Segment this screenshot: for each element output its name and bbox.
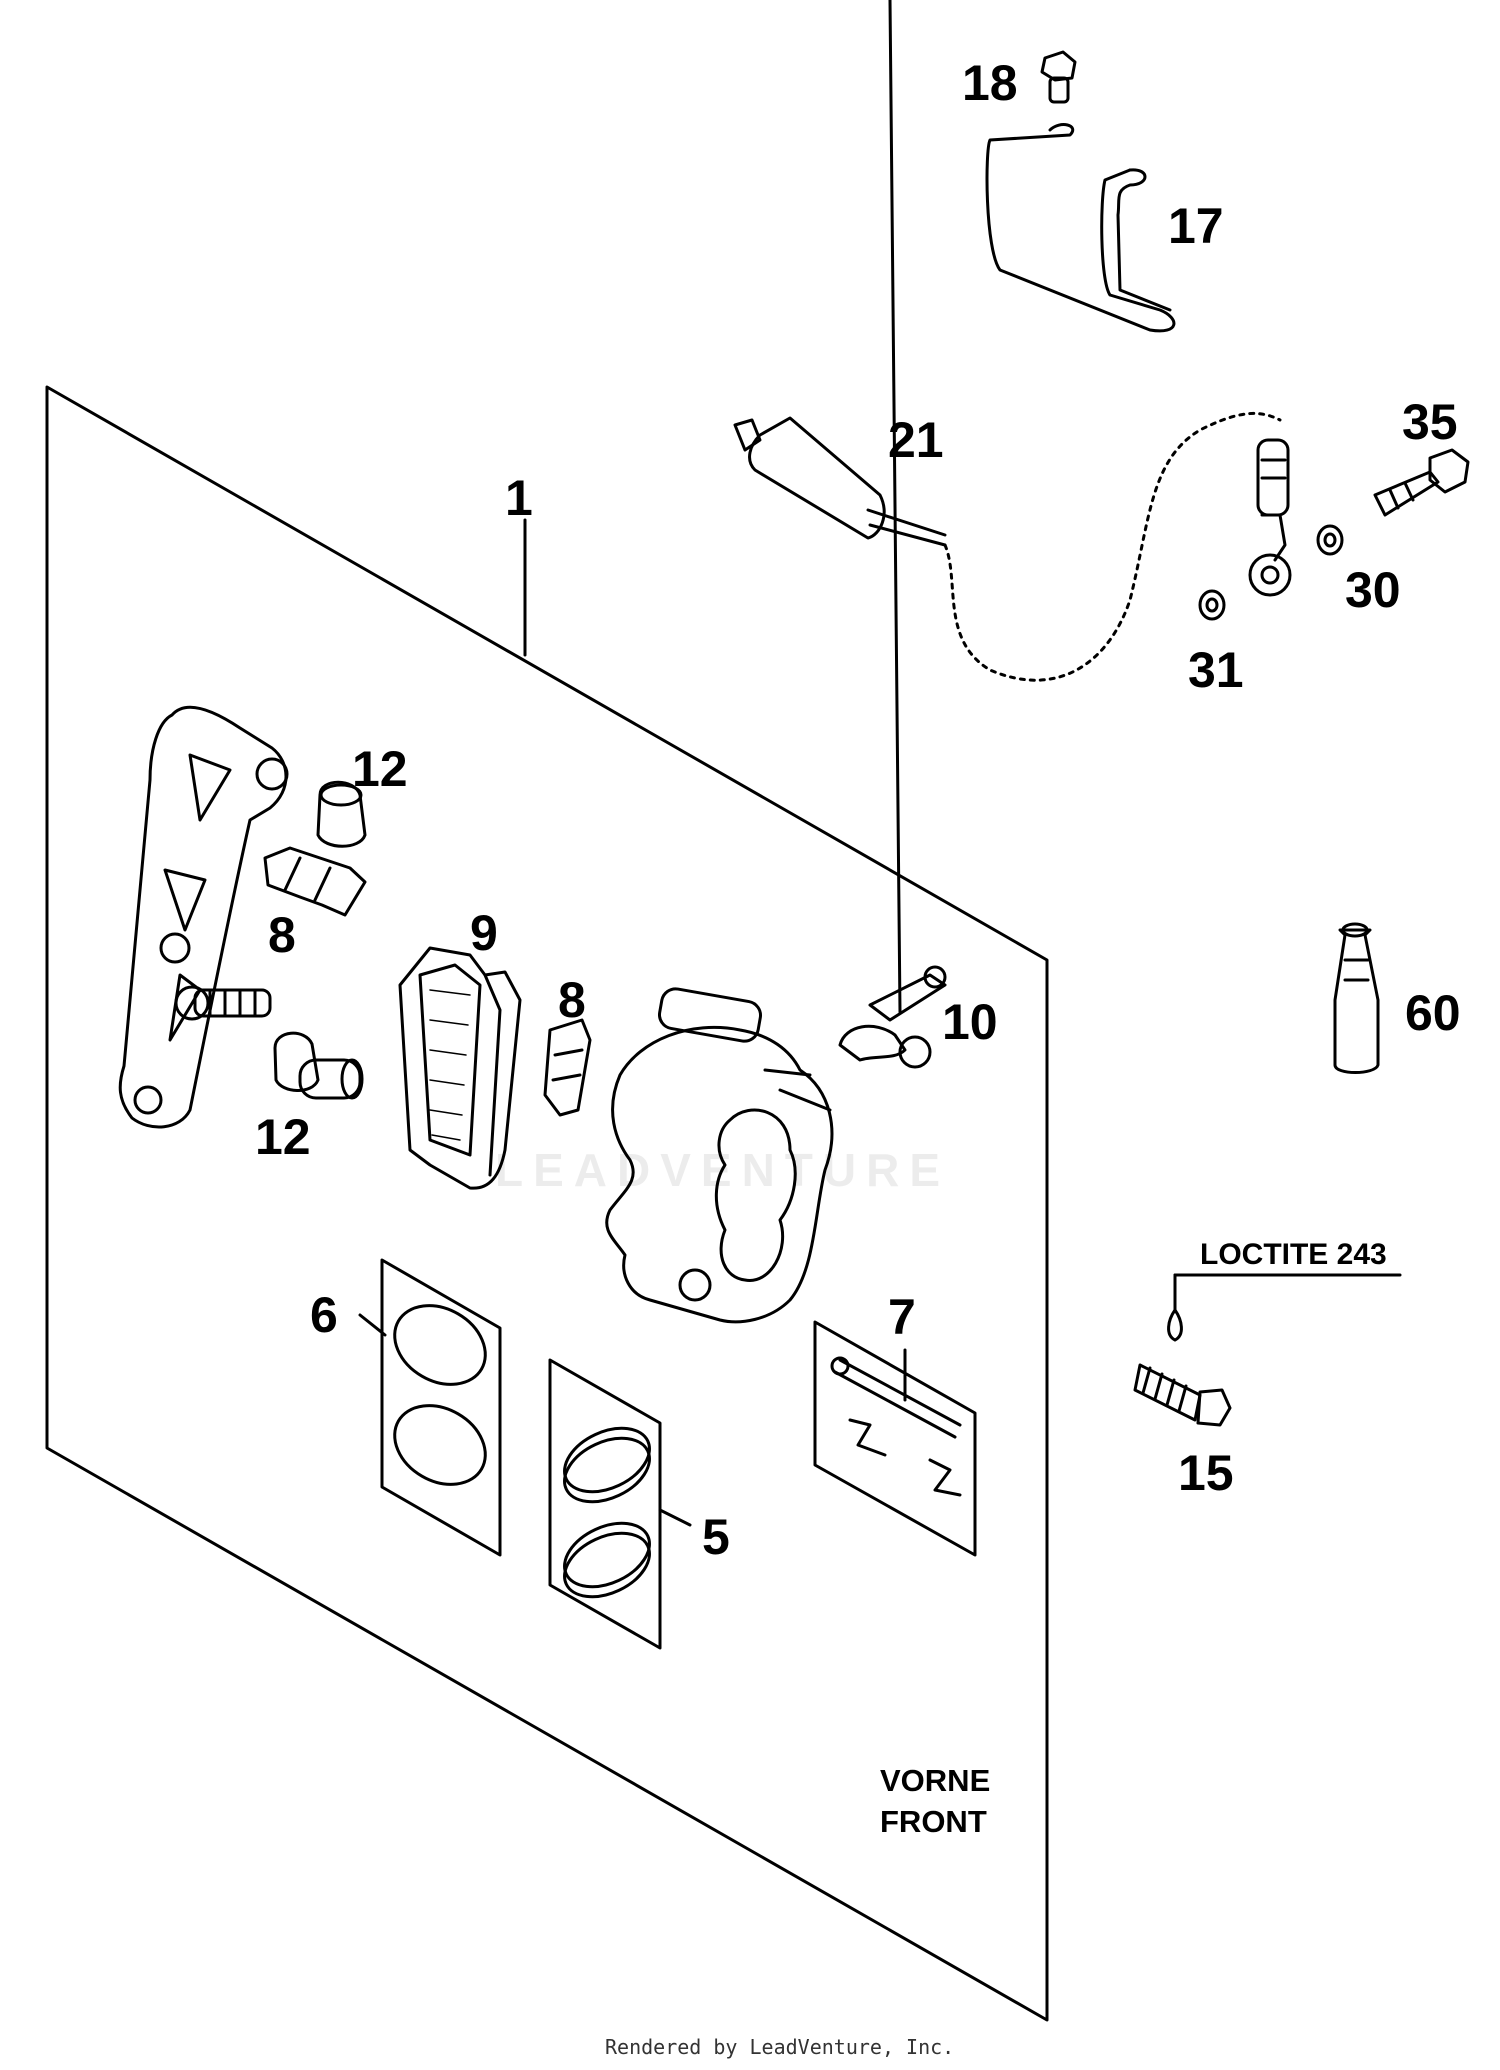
guide-pin-lower <box>273 1031 364 1100</box>
callout-35: 35 <box>1402 394 1458 450</box>
callout-12-upper: 12 <box>352 741 408 797</box>
pistons <box>393 1304 487 1486</box>
piston-seals <box>563 1426 651 1599</box>
caliper-bracket <box>118 705 289 1129</box>
brake-hose-21 <box>733 411 1282 682</box>
pad-pin <box>830 1356 962 1497</box>
loctite-note: LOCTITE 243 <box>1200 1238 1387 1271</box>
callout-6: 6 <box>310 1287 338 1343</box>
callout-10: 10 <box>942 994 998 1050</box>
callout-60: 60 <box>1405 985 1461 1041</box>
banjo-bolt-35 <box>1373 448 1470 517</box>
callout-17: 17 <box>1168 198 1224 254</box>
washer-31 <box>1198 589 1226 621</box>
bracket-pin <box>174 985 272 1021</box>
callout-leader-5 <box>658 1508 692 1527</box>
callout-8-middle: 8 <box>558 972 586 1028</box>
callout-5: 5 <box>702 1509 730 1565</box>
callout-8-upper: 8 <box>268 907 296 963</box>
callout-12-lower: 12 <box>255 1109 311 1165</box>
pad-spring-upper <box>263 846 367 917</box>
loctite-drop <box>1167 1308 1183 1342</box>
callout-7: 7 <box>888 1289 916 1345</box>
callout-31: 31 <box>1188 642 1244 698</box>
pad-pin-kit-box <box>813 1320 977 1557</box>
bolt-18 <box>1040 50 1077 104</box>
callout-1: 1 <box>505 470 533 526</box>
piston-kit-box <box>380 1258 502 1557</box>
caliper-body <box>605 987 834 1324</box>
callout-30: 30 <box>1345 562 1401 618</box>
seal-kit-box <box>548 1358 662 1650</box>
callout-18: 18 <box>962 55 1018 111</box>
vorne-label: VORNE <box>880 1763 991 1798</box>
render-credit: Rendered by LeadVenture, Inc. <box>605 2035 955 2059</box>
watermark: LEADVENTURE <box>495 1144 951 1196</box>
boot-upper <box>316 780 367 848</box>
front-label: FRONT <box>880 1804 987 1839</box>
banjo-fitting <box>1248 438 1292 597</box>
callout-9: 9 <box>470 905 498 961</box>
pad-spring-middle <box>543 1018 592 1117</box>
loctite-bottle <box>1333 922 1380 1074</box>
callout-21: 21 <box>888 412 944 468</box>
assembly-panel <box>45 385 1049 2022</box>
bleeder-valve <box>838 0 947 1069</box>
brake-pads <box>398 946 522 1190</box>
hose-clamp-17 <box>985 123 1176 333</box>
callout-leader-6 <box>358 1313 387 1337</box>
bolt-15 <box>1133 1363 1232 1427</box>
washer-30 <box>1316 524 1344 556</box>
callout-15: 15 <box>1178 1445 1234 1501</box>
